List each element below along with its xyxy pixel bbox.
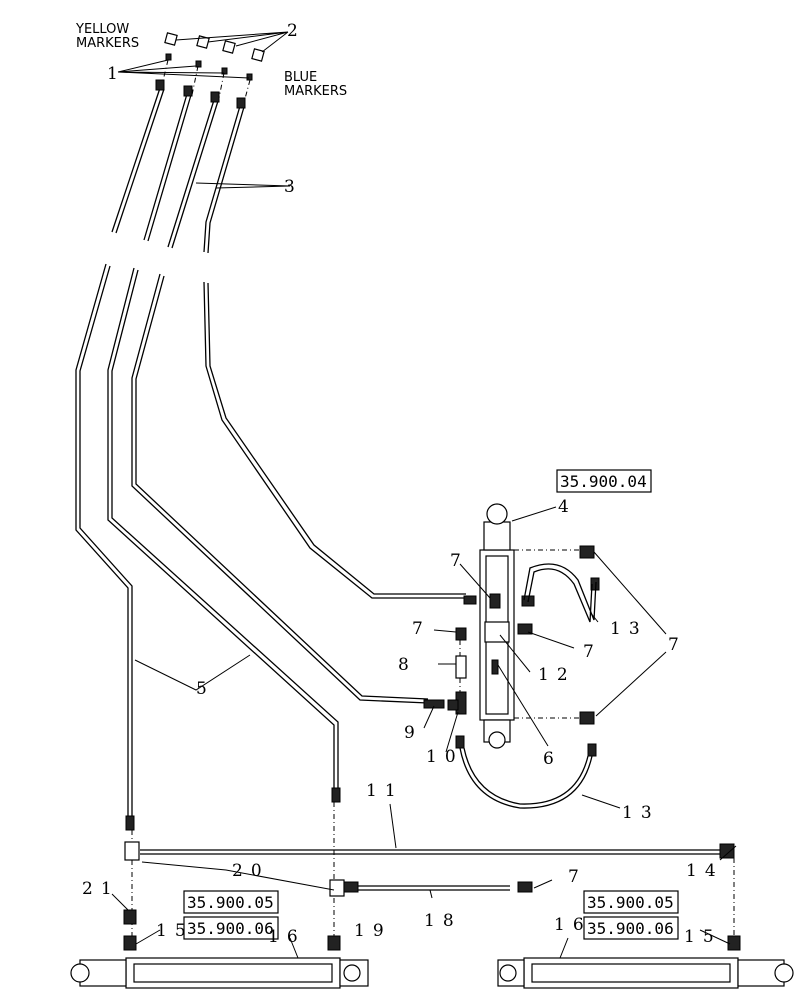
callout-8: 8 bbox=[398, 655, 409, 675]
callout-7-top: 7 bbox=[450, 551, 461, 571]
callout-numbers: 1 2 3 4 5 6 7 7 7 7 7 8 9 10 11 12 13 13… bbox=[82, 21, 724, 947]
callout-7-right: 7 bbox=[668, 635, 679, 655]
ref-35-900-05-left: 35.900.05 bbox=[187, 893, 274, 912]
callout-4: 4 bbox=[558, 497, 569, 517]
blue-markers-line2: MARKERS bbox=[284, 84, 347, 99]
lower-lines bbox=[111, 802, 741, 951]
cylinder-leaders bbox=[423, 551, 667, 809]
callout-16-left: 16 bbox=[268, 927, 306, 947]
callout-15-right: 15 bbox=[684, 927, 722, 947]
callout-14: 14 bbox=[686, 861, 724, 881]
callout-13-top: 13 bbox=[610, 619, 648, 639]
callout-20: 20 bbox=[232, 861, 270, 881]
yellow-markers-line2: MARKERS bbox=[76, 36, 139, 51]
leaders-1-2 bbox=[117, 31, 289, 111]
callout-7-mid: 7 bbox=[583, 642, 594, 662]
lower-tubes bbox=[75, 263, 466, 831]
marker-bands bbox=[164, 32, 265, 81]
callout-16-right: 16 bbox=[554, 915, 592, 935]
callout-7-bottom: 7 bbox=[568, 867, 579, 887]
ref-35-900-04: 35.900.04 bbox=[560, 472, 647, 491]
upper-hoses bbox=[111, 79, 291, 254]
callout-5: 5 bbox=[196, 679, 207, 699]
callout-2: 2 bbox=[287, 21, 298, 41]
callout-10: 10 bbox=[426, 747, 464, 767]
callout-12: 12 bbox=[538, 665, 576, 685]
callout-3: 3 bbox=[284, 177, 295, 197]
callout-6: 6 bbox=[543, 749, 554, 769]
yellow-markers-label: YELLOW MARKERS bbox=[75, 22, 139, 51]
yellow-markers-line1: YELLOW bbox=[75, 22, 129, 37]
ref-35-900-06-left: 35.900.06 bbox=[187, 919, 274, 938]
reference-boxes: 35.900.04 35.900.05 35.900.06 35.900.05 … bbox=[183, 469, 679, 940]
callout-9: 9 bbox=[404, 723, 415, 743]
callout-11: 11 bbox=[366, 781, 404, 801]
callout-21: 21 bbox=[82, 879, 120, 899]
ref-35-900-05-right: 35.900.05 bbox=[587, 893, 674, 912]
callout-19: 19 bbox=[354, 921, 392, 941]
bottom-cylinders bbox=[70, 929, 794, 989]
cylinder-fittings bbox=[423, 545, 600, 809]
callout-1: 1 bbox=[107, 64, 118, 84]
callout-15-left: 15 bbox=[156, 921, 194, 941]
center-cylinder bbox=[479, 503, 557, 749]
callout-7-left: 7 bbox=[412, 619, 423, 639]
blue-markers-label: BLUE MARKERS bbox=[284, 70, 347, 99]
ref-35-900-06-right: 35.900.06 bbox=[587, 919, 674, 938]
callout-13-bottom: 13 bbox=[622, 803, 660, 823]
blue-markers-line1: BLUE bbox=[284, 70, 317, 85]
callout-18: 18 bbox=[424, 911, 462, 931]
